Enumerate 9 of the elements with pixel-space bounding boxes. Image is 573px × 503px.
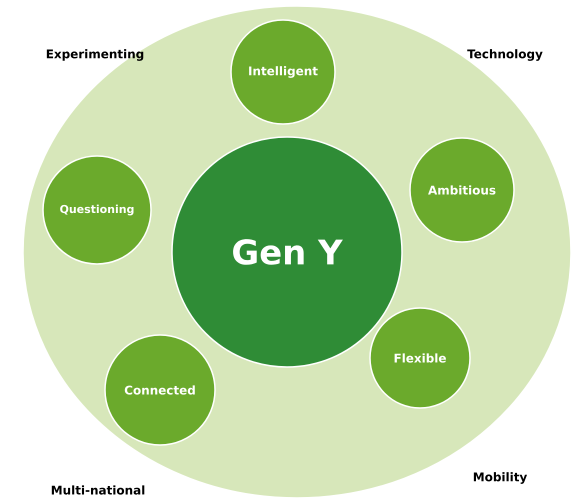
circle-node: Questioning — [42, 155, 152, 265]
circle-node: Intelligent — [230, 19, 336, 125]
circle-node: Ambitious — [409, 137, 515, 243]
corner-label: Technology — [467, 49, 543, 61]
corner-label: Multi-national — [52, 485, 144, 495]
circle-node: Connected — [104, 334, 216, 446]
circle-node: Flexible — [369, 307, 471, 409]
corner-label: Mobility — [474, 472, 528, 484]
corner-label: Experimenting — [46, 49, 144, 61]
